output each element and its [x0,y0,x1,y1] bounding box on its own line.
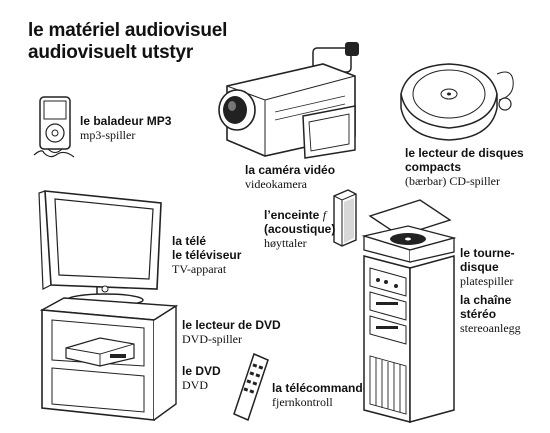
remote-french: la télécommande [272,381,370,395]
speaker-norwegian: høyttaler [264,236,307,250]
speaker-french-line2: (acoustique) [264,222,336,236]
cd-player-french-line2: compacts [405,160,462,174]
cd-player-icon [393,60,523,144]
camera-label: la caméra vidéo videokamera [245,163,335,191]
dvd-player-icon [38,296,178,424]
tv-label: la télé le téléviseur TV-apparat [172,234,241,276]
speaker-icon [330,188,360,248]
dvd-norwegian: DVD [182,378,208,392]
stereo-system-icon [356,196,460,426]
mp3-label: le baladeur MP3 mp3-spiller [80,114,171,142]
tv-french-line1: la télé [172,234,207,248]
turntable-norwegian: platespiller [460,274,514,288]
page-title: le matériel audiovisuel audiovisuelt uts… [28,20,227,64]
dvd-label: le DVD DVD [182,364,221,392]
stereo-french-line1: la chaîne [460,293,512,307]
cd-player-label: le lecteur de disques compacts (bærbar) … [405,146,524,188]
speaker-french-line1: l’enceinte f [264,208,335,222]
stereo-french-line2: stéréo [460,307,497,321]
dvd-player-label: le lecteur de DVD DVD-spiller [182,318,281,346]
speaker-label: l’enceinte f (acoustique) høyttaler [264,208,335,250]
tv-french-line2: le téléviseur [172,248,242,262]
mp3-french: le baladeur MP3 [80,114,172,128]
remote-norwegian: fjernkontroll [272,395,333,409]
dvd-player-french: le lecteur de DVD [182,318,281,332]
tv-norwegian: TV-apparat [172,262,227,276]
turntable-french-line1: le tourne- [460,246,515,260]
camera-french: la caméra vidéo [245,163,336,177]
speaker-gender: f [322,208,327,222]
stereo-norwegian: stereoanlegg [460,321,521,335]
tv-icon [35,185,170,310]
cd-player-norwegian: (bærbar) CD-spiller [405,174,500,188]
title-french: le matériel audiovisuel [28,20,228,41]
remote-label: la télécommande fjernkontroll [272,381,369,409]
title-norwegian: audiovisuelt utstyr [28,42,194,63]
turntable-label: le tourne- disque platespiller [460,246,515,288]
camera-norwegian: videokamera [245,177,307,191]
mp3-norwegian: mp3-spiller [80,128,136,142]
cd-player-french-line1: le lecteur de disques [405,146,524,160]
mp3-player-icon [30,93,80,163]
remote-control-icon [232,352,272,422]
stereo-label: la chaîne stéréo stereoanlegg [460,293,521,335]
dvd-french: le DVD [182,364,221,378]
speaker-french-word: l’enceinte [264,208,320,222]
turntable-icon [370,200,450,236]
dvd-player-norwegian: DVD-spiller [182,332,242,346]
turntable-french-line2: disque [460,260,499,274]
video-camera-icon [205,42,359,162]
